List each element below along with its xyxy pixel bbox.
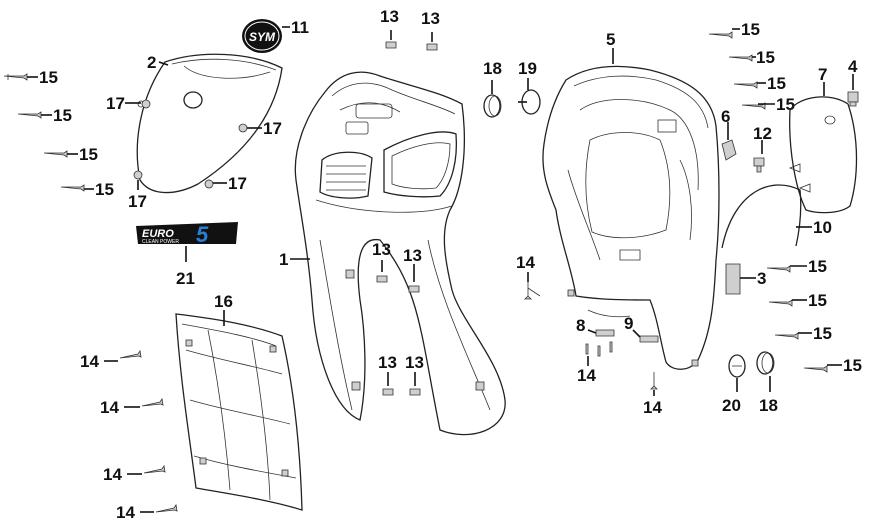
part-5-inner-cover	[542, 65, 720, 370]
callout-17-d: 17	[228, 174, 247, 193]
callout-1: 1	[279, 250, 288, 269]
callout-15-right-4: 15	[776, 95, 795, 114]
callout-15-right-5: 15	[808, 257, 827, 276]
part-10-trim-strip	[721, 184, 802, 249]
screw-14-left-1	[119, 349, 142, 359]
callout-13-mid-left: 13	[372, 240, 391, 259]
callout-21: 21	[176, 269, 195, 288]
callout-15-right-3: 15	[767, 74, 786, 93]
callout-14-left-1: 14	[80, 352, 99, 371]
clip-13-top-left	[385, 30, 397, 49]
washer-17-a	[141, 99, 151, 109]
screw-15-right-1	[708, 31, 733, 39]
euro-subtext: CLEAN POWER	[142, 239, 179, 245]
cap-20	[728, 354, 746, 378]
euro-number: 5	[196, 222, 209, 247]
callout-15-left-2: 15	[53, 106, 72, 125]
callout-17-c: 17	[128, 192, 147, 211]
callout-18-top: 18	[483, 59, 502, 78]
screw-15-left-2	[17, 111, 42, 119]
bolt-4	[847, 91, 859, 107]
screw-15-right-2	[728, 54, 753, 62]
screw-14-low-right	[650, 372, 658, 390]
part-6-bracket	[721, 139, 737, 161]
callout-13-top-left: 13	[380, 7, 399, 26]
washer-17-c	[133, 170, 143, 180]
callout-8: 8	[576, 316, 585, 335]
cap-19-top	[518, 89, 541, 115]
callout-18-bottom: 18	[759, 396, 778, 415]
cap-18-bottom	[756, 351, 775, 375]
screw-15-left-4	[60, 184, 85, 192]
callout-15-left-4: 15	[95, 180, 114, 199]
callout-20: 20	[722, 396, 741, 415]
callout-3: 3	[757, 269, 766, 288]
euro-text: EURO	[142, 228, 174, 240]
callout-17-a: 17	[106, 94, 125, 113]
part-7-side-panel	[788, 96, 858, 214]
bolt-12	[753, 157, 765, 173]
callout-12: 12	[753, 124, 772, 143]
clip-13-low-right	[409, 372, 421, 396]
callout-6: 6	[721, 107, 730, 126]
screw-14-left-2	[141, 397, 164, 407]
screw-15-right-5	[766, 265, 791, 273]
washer-17-d	[204, 179, 214, 189]
callout-15-right-6: 15	[808, 291, 827, 310]
clip-13-mid-right	[408, 264, 420, 293]
part-2-front-upper-cover	[134, 53, 283, 194]
sym-logo-text: SYM	[249, 30, 276, 44]
part-9-clip	[639, 335, 659, 343]
callout-14-low-right: 14	[643, 398, 662, 417]
callout-5: 5	[606, 30, 615, 49]
screw-15-right-8	[803, 365, 828, 373]
screw-15-left-1	[3, 73, 28, 81]
part-8-clip	[595, 329, 615, 337]
callout-15-right-2: 15	[756, 48, 775, 67]
callout-4: 4	[848, 57, 858, 76]
euro5-decal: EURO 5 CLEAN POWER	[136, 222, 238, 247]
clip-13-low-left	[382, 372, 394, 396]
callout-15-right-8: 15	[843, 356, 862, 375]
part-16-lower-panel	[175, 313, 303, 511]
callout-10: 10	[813, 218, 832, 237]
callout-15-right-1: 15	[741, 20, 760, 39]
callout-15-right-7: 15	[813, 324, 832, 343]
sym-logo-badge: SYM	[242, 19, 282, 53]
callout-14-left-2: 14	[100, 398, 119, 417]
screw-15-right-4	[741, 102, 766, 110]
callout-17-b: 17	[263, 119, 282, 138]
screw-15-right-7	[774, 332, 799, 340]
screw-15-left-3	[43, 150, 68, 158]
callout-13-low-right: 13	[405, 353, 424, 372]
callout-9: 9	[624, 314, 633, 333]
callout-14-left-4: 14	[116, 503, 135, 522]
screw-15-right-6	[768, 299, 793, 307]
callout-14-low-center: 14	[577, 366, 596, 385]
callout-14-left-3: 14	[103, 465, 122, 484]
washer-17-b	[238, 123, 248, 133]
part-1-front-cover	[294, 71, 506, 436]
callout-19: 19	[518, 59, 537, 78]
screw-14-low-center	[585, 341, 613, 357]
screw-14-mid	[524, 282, 541, 300]
screw-15-right-3	[733, 81, 758, 89]
cap-18-top	[483, 94, 502, 118]
callout-14-mid: 14	[516, 253, 535, 272]
callout-16: 16	[214, 292, 233, 311]
callout-13-mid-right: 13	[403, 246, 422, 265]
callout-7: 7	[818, 65, 827, 84]
part-3-pad	[725, 263, 741, 295]
callout-15-left-3: 15	[79, 145, 98, 164]
callout-13-top-right: 13	[421, 9, 440, 28]
screw-14-left-3	[143, 464, 166, 474]
screw-14-left-4	[155, 503, 178, 513]
callout-15-left-1: 15	[39, 68, 58, 87]
callout-11: 11	[291, 18, 309, 37]
callout-13-low-left: 13	[378, 353, 397, 372]
callout-2: 2	[147, 53, 156, 72]
clip-13-top-right	[426, 32, 438, 51]
clip-13-mid-left	[376, 260, 388, 283]
